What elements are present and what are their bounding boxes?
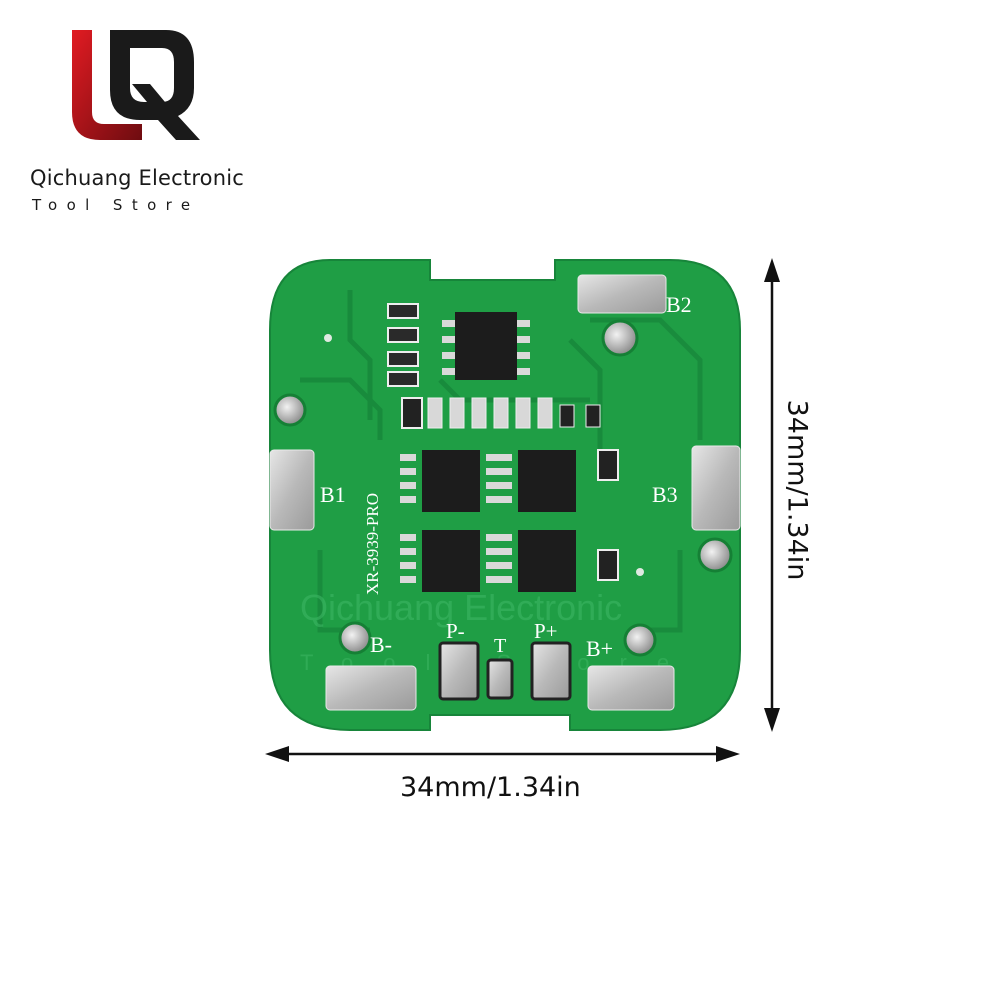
brand-subtitle: Tool Store (32, 196, 200, 214)
controller-ic (442, 312, 530, 380)
label-b-plus: B+ (586, 636, 613, 661)
label-p-minus: P- (446, 619, 465, 643)
via (636, 568, 644, 576)
label-p-plus: P+ (534, 619, 558, 643)
pad-b-minus (325, 665, 417, 711)
label-b3: B3 (652, 482, 678, 507)
pad-p-minus (438, 641, 480, 701)
label-t: T (494, 635, 506, 657)
pad-b3 (691, 445, 741, 531)
lq-logo-icon (72, 30, 200, 140)
pcb-product-image: Qichuang Electronic Tool Store B2 B1 B3 … (269, 259, 741, 731)
mounting-hole (623, 623, 657, 657)
model-label: XR-3939-PRO (363, 493, 382, 595)
brand-name: Qichuang Electronic (30, 166, 245, 190)
brand-logo (70, 28, 210, 146)
pad-t (486, 658, 514, 700)
mounting-hole (601, 319, 639, 357)
pad-b1 (269, 449, 315, 531)
pad-p-plus (530, 641, 572, 701)
resistor-array (387, 303, 419, 387)
pad-b-plus (587, 665, 675, 711)
pad-b2 (577, 274, 667, 314)
watermark-name: Qichuang Electronic (300, 587, 622, 628)
height-dimension-label: 34mm/1.34in (781, 399, 813, 581)
label-b-minus: B- (370, 632, 392, 657)
via (324, 334, 332, 342)
height-dimension-arrow (764, 258, 780, 732)
width-dimension-arrow (265, 746, 740, 762)
mounting-hole (338, 621, 372, 655)
label-b1: B1 (320, 482, 346, 507)
capacitor-row (401, 397, 619, 581)
width-dimension-label: 34mm/1.34in (400, 772, 581, 803)
mosfet-array (400, 450, 576, 592)
mounting-hole (273, 393, 307, 427)
mounting-hole (697, 537, 733, 573)
label-b2: B2 (666, 292, 692, 317)
